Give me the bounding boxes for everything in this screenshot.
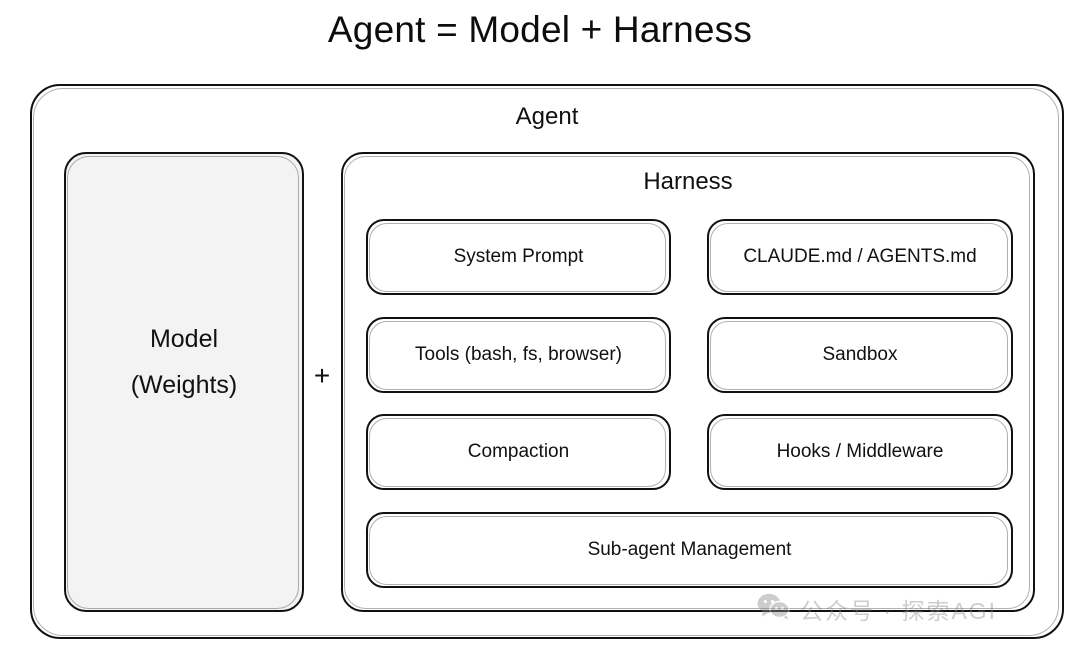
harness-card-sub-agent-management: Sub-agent Management	[366, 512, 1013, 588]
harness-card-label: Sub-agent Management	[587, 539, 792, 560]
harness-card-label: Compaction	[467, 441, 570, 462]
model-label-line1: Model	[149, 325, 219, 353]
harness-card-tools: Tools (bash, fs, browser)	[366, 317, 671, 393]
harness-card-label: CLAUDE.md / AGENTS.md	[743, 246, 977, 267]
harness-card-system-prompt: System Prompt	[366, 219, 671, 295]
harness-card-label: Hooks / Middleware	[776, 441, 944, 462]
harness-card-label: Sandbox	[822, 344, 898, 365]
harness-card-hooks-middleware: Hooks / Middleware	[707, 414, 1013, 490]
harness-card-claude-md: CLAUDE.md / AGENTS.md	[707, 219, 1013, 295]
harness-card-label: System Prompt	[453, 246, 584, 267]
model-label: Model (Weights)	[64, 316, 304, 408]
harness-card-sandbox: Sandbox	[707, 317, 1013, 393]
harness-card-compaction: Compaction	[366, 414, 671, 490]
model-label-line2: (Weights)	[130, 371, 238, 399]
page-title: Agent = Model + Harness	[327, 9, 753, 50]
plus-operator: +	[313, 360, 331, 391]
harness-card-label: Tools (bash, fs, browser)	[415, 344, 622, 365]
agent-label: Agent	[515, 103, 579, 130]
harness-label: Harness	[643, 168, 733, 195]
model-box	[64, 152, 304, 612]
